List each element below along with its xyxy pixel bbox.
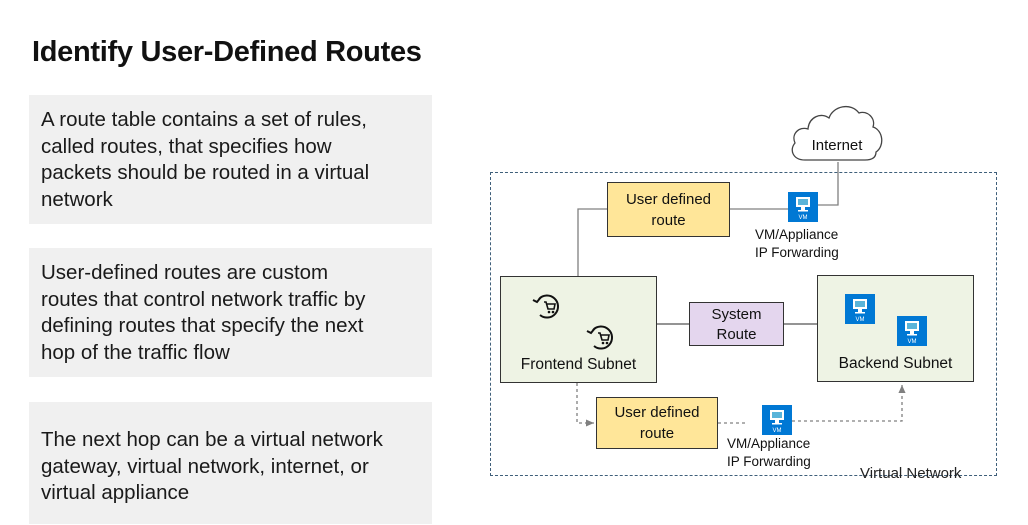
- backend-subnet: Backend Subnet: [817, 275, 974, 382]
- info-card-next-hop: The next hop can be a virtual network ga…: [29, 402, 432, 524]
- card-line: User-defined routes are custom: [41, 261, 329, 284]
- svg-text:VM: VM: [908, 339, 917, 345]
- card-line: network: [41, 187, 113, 211]
- route-sync-icon: [586, 325, 613, 350]
- vm-appliance-top-icon: VM: [788, 192, 818, 222]
- vm-appliance-bottom-icon: VM: [762, 405, 792, 435]
- page-title: Identify User-Defined Routes: [32, 36, 422, 68]
- card-line: The next hop can be a virtual network: [41, 428, 383, 451]
- svg-text:VM: VM: [799, 215, 808, 221]
- system-route-line: Route: [716, 326, 757, 343]
- card-line: packets should be routed in a virtual: [41, 161, 370, 184]
- frontend-subnet: Frontend Subnet: [500, 276, 657, 383]
- udr-bottom-line: route: [639, 425, 675, 442]
- frontend-subnet-label: Frontend Subnet: [520, 356, 637, 373]
- connector-vm-to-internet: [818, 162, 839, 206]
- info-card-user-defined-routes: User-defined routes are custom routes th…: [29, 248, 432, 377]
- backend-vm-icon: VM: [845, 294, 875, 324]
- user-defined-route-bottom: User defined route: [596, 397, 718, 449]
- connector-frontend-to-udr-top: [577, 208, 607, 276]
- internet-cloud-icon: [791, 105, 883, 161]
- card-line: defining routes that specify the next: [41, 314, 364, 337]
- virtual-network-label: Virtual Network: [860, 465, 962, 482]
- vm-caption-line: IP Forwarding: [727, 454, 811, 469]
- svg-text:VM: VM: [856, 317, 865, 323]
- vm-caption-line: IP Forwarding: [755, 245, 839, 260]
- virtual-network-boundary: [490, 172, 997, 476]
- card-line: virtual appliance: [41, 481, 190, 504]
- udr-top-line: route: [651, 212, 686, 229]
- svg-text:VM: VM: [773, 428, 782, 434]
- internet-label: Internet: [811, 137, 863, 154]
- udr-top-line: User defined: [625, 191, 712, 208]
- user-defined-route-top: User defined route: [607, 182, 730, 237]
- card-line: hop of the traffic flow: [41, 340, 230, 364]
- system-route: System Route: [689, 302, 784, 346]
- system-route-line: System: [711, 306, 762, 323]
- connector-frontend-to-udr-bottom: [576, 383, 594, 427]
- card-line: routes that control network traffic by: [41, 287, 366, 311]
- vm-caption-line: VM/Appliance: [755, 227, 839, 242]
- backend-subnet-label: Backend Subnet: [838, 355, 953, 372]
- vm-appliance-bottom-caption: VM/Appliance IP Forwarding: [727, 435, 811, 471]
- info-card-route-table: A route table contains a set of rules, c…: [29, 95, 432, 224]
- connector-vm-to-backend: [792, 385, 906, 422]
- vm-appliance-top-caption: VM/Appliance IP Forwarding: [755, 226, 839, 262]
- card-line: gateway, virtual network, internet, or: [41, 454, 369, 478]
- card-line: called routes, that specifies how: [41, 134, 332, 158]
- route-sync-icon: [532, 294, 559, 319]
- backend-vm-icon: VM: [897, 316, 927, 346]
- vm-caption-line: VM/Appliance: [727, 436, 811, 451]
- udr-bottom-line: User defined: [614, 404, 700, 421]
- card-line: A route table contains a set of rules,: [41, 108, 367, 131]
